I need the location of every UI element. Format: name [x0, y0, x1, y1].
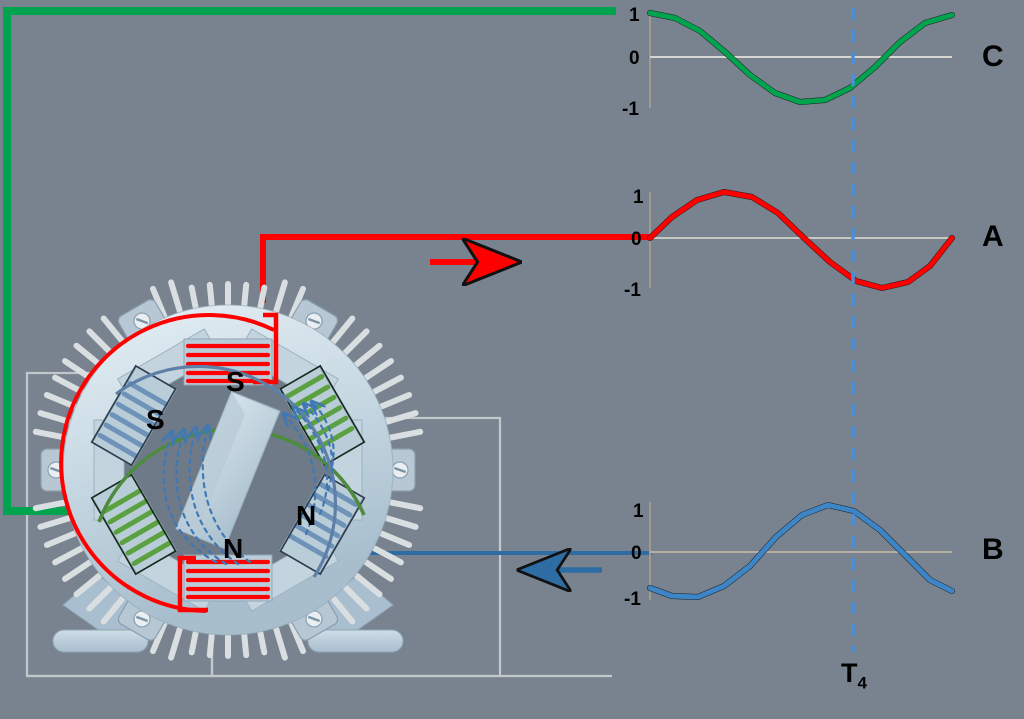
- wire-phase-b: [338, 553, 652, 570]
- wire-phase-a: [260, 234, 653, 303]
- chart-b-ytick-neg1: -1: [624, 589, 641, 610]
- pole-label-n-bottom: N: [223, 533, 244, 564]
- chart-c: [647, 10, 955, 108]
- motor-assembly: [32, 279, 424, 661]
- chart-a-phase-label: A: [982, 220, 1004, 253]
- coil-green-lower-left: [90, 473, 178, 576]
- t4-subscript: 4: [857, 673, 867, 693]
- chart-a-ytick-1: 1: [633, 187, 644, 208]
- waveform-b: [647, 502, 955, 600]
- pole-label-s-top: S: [226, 366, 245, 397]
- chart-c-ytick-0: 0: [629, 48, 640, 69]
- cooling-fins: [32, 279, 424, 661]
- chart-c-phase-label: C: [982, 40, 1004, 73]
- rotor-bar-magnet: [175, 390, 281, 550]
- waveform-a: [647, 189, 955, 291]
- chart-c-ytick-1: 1: [629, 5, 640, 26]
- stator-housing-ring: [63, 305, 393, 635]
- coil-red-top: [183, 312, 279, 386]
- pole-label-s-left: S: [146, 404, 165, 435]
- time-marker-t4-label: T4: [841, 658, 867, 693]
- chart-b-ytick-1: 1: [633, 501, 644, 522]
- pole-label-n-right: N: [296, 500, 317, 531]
- t4-letter: T: [841, 658, 858, 688]
- waveform-c: [647, 10, 955, 105]
- chart-b-ytick-0: 0: [631, 543, 642, 564]
- coil-red-bottom: [177, 554, 273, 613]
- chart-a: [647, 189, 955, 291]
- waveform-a-shadow: [647, 189, 955, 291]
- rotor-flux-lines: [164, 402, 335, 566]
- chart-c-ytick-neg1: -1: [622, 99, 639, 120]
- chart-a-ytick-neg1: -1: [624, 280, 641, 301]
- chart-b: [647, 502, 955, 600]
- chart-b-phase-label: B: [982, 533, 1004, 566]
- coil-blue-upper-left: [90, 364, 178, 467]
- chart-a-ytick-0: 0: [631, 229, 642, 250]
